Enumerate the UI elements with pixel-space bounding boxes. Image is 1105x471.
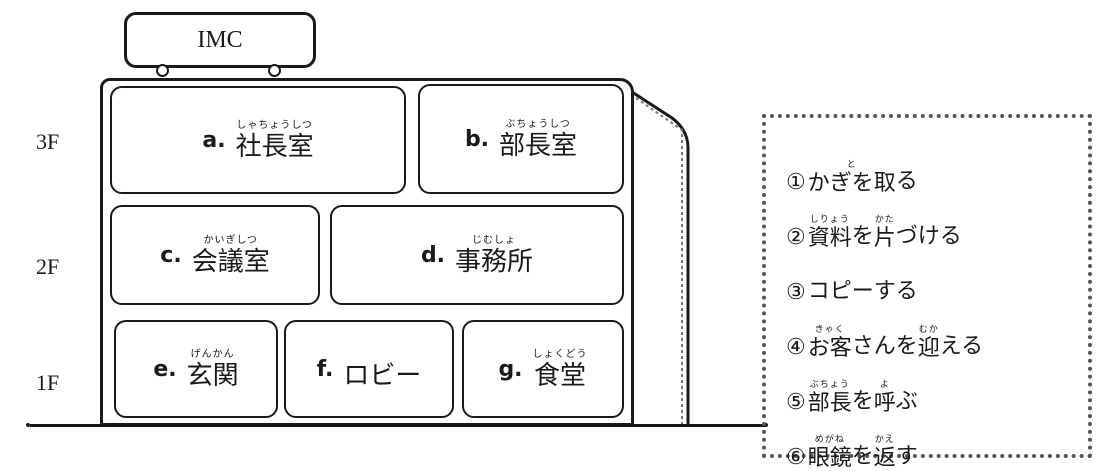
room-c-letter: c. bbox=[160, 242, 182, 268]
ground-line bbox=[30, 424, 766, 427]
task-item-4: ④ きゃく お客 さんを むか 迎 える bbox=[786, 305, 1088, 361]
task-rest-2: す bbox=[895, 444, 918, 469]
sign-leg-right bbox=[268, 64, 281, 77]
room-e-reading: げんかん bbox=[190, 348, 235, 360]
task-reading-2: かえ bbox=[874, 435, 895, 445]
task-word: と かぎを取 bbox=[808, 161, 896, 195]
task-word-2: かた 片 bbox=[874, 216, 896, 250]
floor-label-3f: 3F bbox=[36, 129, 60, 154]
task-number: ⑥ bbox=[786, 445, 806, 470]
room-a-reading: しゃちょうしつ bbox=[236, 119, 313, 131]
room-f-name: ロビー bbox=[343, 360, 422, 391]
task-number: ① bbox=[786, 170, 806, 195]
task-rest: さんを bbox=[851, 334, 918, 359]
room-c-name: 会議室 bbox=[191, 246, 270, 277]
room-b-name: 部長室 bbox=[499, 130, 578, 161]
room-g-name: 食堂 bbox=[534, 360, 587, 391]
task-kanji-2: 片 bbox=[873, 226, 896, 251]
task-list: ① と かぎを取 る ② しりょう 資料 を かた 片 づける ③ コピーする … bbox=[762, 114, 1092, 470]
room-b[interactable]: b. ぶちょうしつ 部長室 bbox=[418, 84, 624, 194]
room-d-letter: d. bbox=[420, 242, 446, 268]
task-reading-2: かた bbox=[874, 215, 895, 225]
task-word-2: むか 迎 bbox=[918, 326, 940, 360]
task-word: めがね 眼鏡 bbox=[808, 436, 852, 470]
task-kanji-2: 返 bbox=[873, 446, 896, 471]
task-reading: と bbox=[846, 160, 857, 170]
task-kanji: 部長 bbox=[807, 391, 852, 416]
task-rest-2: ぶ bbox=[895, 389, 918, 414]
task-item-5: ⑤ ぶちょう 部長 を よ 呼 ぶ bbox=[786, 360, 1088, 416]
task-rest: を bbox=[851, 389, 874, 414]
ground-dot-right bbox=[764, 423, 768, 427]
task-number: ③ bbox=[786, 280, 806, 305]
task-word: ぶちょう 部長 bbox=[808, 381, 852, 415]
task-kanji-2: 呼 bbox=[873, 391, 896, 416]
room-f-name-block: ロビー bbox=[343, 350, 421, 389]
task-rest: を bbox=[851, 444, 874, 469]
task-item-3: ③ コピーする bbox=[786, 250, 1088, 305]
room-d-reading: じむしょ bbox=[472, 234, 517, 246]
task-item-6: ⑥ めがね 眼鏡 を かえ 返 す bbox=[786, 415, 1088, 471]
task-kanji: 資料 bbox=[807, 226, 852, 251]
room-g-letter: g. bbox=[498, 356, 523, 382]
task-kanji: お客 bbox=[807, 336, 852, 361]
task-reading: しりょう bbox=[809, 215, 850, 225]
room-e-name-block: げんかん 玄関 bbox=[186, 348, 239, 391]
room-b-reading: ぶちょうしつ bbox=[505, 118, 571, 130]
task-item-1: ① と かぎを取 る bbox=[786, 140, 1088, 196]
room-a-name-block: しゃちょうしつ 社長室 bbox=[235, 119, 314, 162]
room-d[interactable]: d. じむしょ 事務所 bbox=[330, 205, 624, 305]
room-a[interactable]: a. しゃちょうしつ 社長室 bbox=[110, 86, 406, 194]
room-e-letter: e. bbox=[153, 356, 177, 382]
room-b-name-block: ぶちょうしつ 部長室 bbox=[499, 118, 578, 161]
task-reading: ぶちょう bbox=[809, 380, 850, 390]
building-side-wall bbox=[631, 90, 690, 424]
room-f[interactable]: f. ロビー bbox=[284, 320, 454, 418]
task-reading-2: よ bbox=[879, 380, 890, 390]
task-item-2: ② しりょう 資料 を かた 片 づける bbox=[786, 195, 1088, 251]
task-rest: コピーする bbox=[807, 279, 918, 304]
task-reading: めがね bbox=[814, 435, 845, 445]
room-f-letter: f. bbox=[316, 356, 334, 382]
task-kanji: かぎを取 bbox=[807, 171, 896, 196]
task-word: きゃく お客 bbox=[808, 326, 852, 360]
room-d-name: 事務所 bbox=[455, 246, 534, 277]
task-rest: を bbox=[851, 224, 874, 249]
task-rest-2: える bbox=[939, 334, 984, 359]
task-rest-2: づける bbox=[895, 224, 962, 249]
task-reading: きゃく bbox=[814, 325, 845, 335]
room-g[interactable]: g. しょくどう 食堂 bbox=[462, 320, 624, 418]
room-d-name-block: じむしょ 事務所 bbox=[455, 234, 534, 277]
room-e[interactable]: e. げんかん 玄関 bbox=[114, 320, 278, 418]
room-g-name-block: しょくどう 食堂 bbox=[532, 348, 588, 391]
task-number: ④ bbox=[786, 335, 806, 360]
imc-sign-label: IMC bbox=[197, 26, 243, 53]
task-kanji: 眼鏡 bbox=[807, 446, 852, 471]
room-c-name-block: かいぎしつ 会議室 bbox=[191, 234, 270, 277]
floor-label-2f: 2F bbox=[36, 254, 60, 279]
room-a-name: 社長室 bbox=[235, 131, 314, 162]
room-e-name: 玄関 bbox=[186, 360, 239, 391]
floor-label-1f: 1F bbox=[36, 370, 60, 395]
room-b-letter: b. bbox=[464, 126, 490, 152]
room-c-reading: かいぎしつ bbox=[203, 234, 258, 246]
task-reading-2: むか bbox=[918, 325, 939, 335]
task-number: ② bbox=[786, 225, 806, 250]
ground-dot-left bbox=[26, 423, 30, 427]
task-word-2: かえ 返 bbox=[874, 436, 896, 470]
task-word-2: よ 呼 bbox=[874, 381, 896, 415]
sign-leg-left bbox=[156, 64, 169, 77]
room-c[interactable]: c. かいぎしつ 会議室 bbox=[110, 205, 320, 305]
task-word: しりょう 資料 bbox=[808, 216, 852, 250]
imc-sign: IMC bbox=[124, 12, 316, 68]
task-number: ⑤ bbox=[786, 390, 806, 415]
task-kanji-2: 迎 bbox=[917, 336, 940, 361]
room-g-reading: しょくどう bbox=[532, 348, 588, 360]
room-a-letter: a. bbox=[202, 127, 226, 153]
task-rest: る bbox=[895, 169, 918, 194]
